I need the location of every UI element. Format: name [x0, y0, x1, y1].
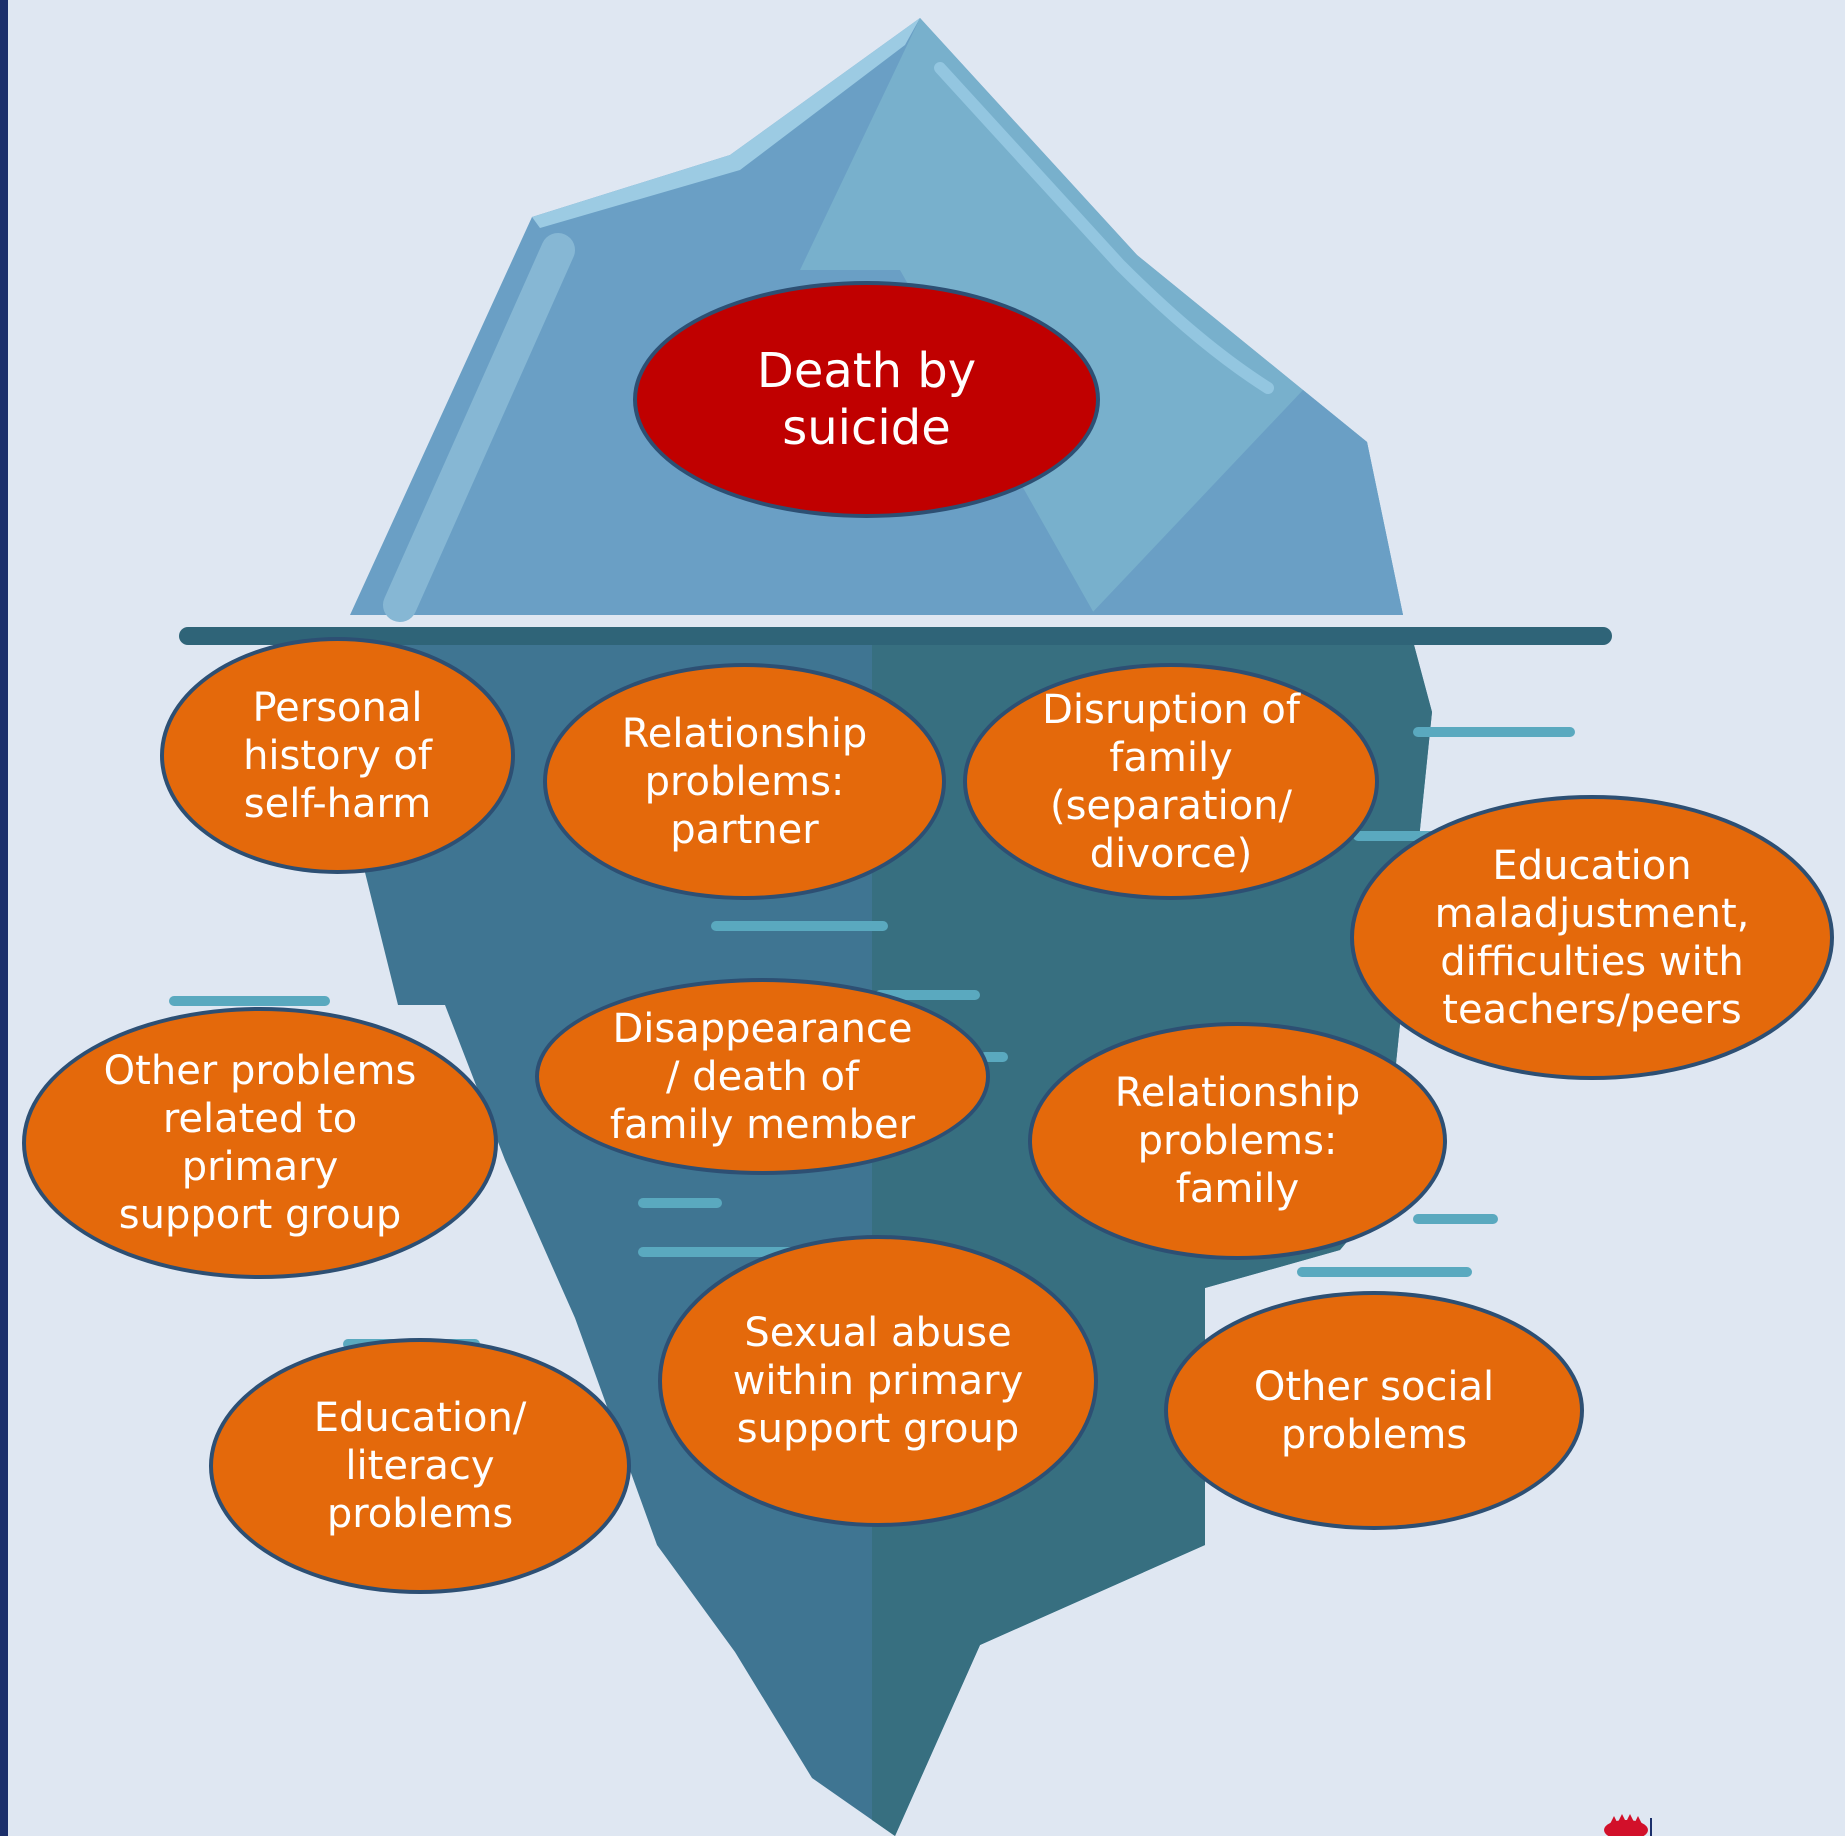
iceberg-right-shadow: [1090, 390, 1403, 615]
oval-label: Relationship problems: partner: [621, 710, 868, 853]
oval-other-social-problems: Other social problems: [1164, 1291, 1584, 1530]
oval-education-maladjustment: Education maladjustment, difficulties wi…: [1350, 795, 1834, 1080]
oval-label: Education/ literacy problems: [313, 1395, 527, 1537]
waratah-logo-icon: [1604, 1814, 1652, 1836]
oval-death-by-suicide: Death by suicide: [633, 281, 1100, 518]
oval-label: Disappearance / death of family member: [609, 1005, 916, 1148]
oval-label: Education maladjustment, difficulties wi…: [1434, 842, 1750, 1033]
oval-label: Other social problems: [1253, 1363, 1495, 1458]
oval-relationship-problems-family: Relationship problems: family: [1028, 1022, 1447, 1260]
oval-label: Other problems related to primary suppor…: [103, 1048, 417, 1238]
iceberg-top-edge: [532, 18, 920, 228]
iceberg-left-edge: [383, 233, 575, 622]
oval-disruption-of-family: Disruption of family (separation/ divorc…: [963, 663, 1379, 900]
oval-label: Relationship problems: family: [1114, 1070, 1361, 1212]
oval-education-literacy-problems: Education/ literacy problems: [209, 1338, 631, 1594]
oval-other-primary-support-problems: Other problems related to primary suppor…: [22, 1007, 498, 1279]
oval-sexual-abuse-primary-support: Sexual abuse within primary support grou…: [658, 1235, 1098, 1527]
oval-disappearance-death-family-member: Disappearance / death of family member: [535, 978, 990, 1175]
oval-personal-history-self-harm: Personal history of self-harm: [160, 637, 515, 874]
oval-label: Disruption of family (separation/ divorc…: [1042, 686, 1300, 877]
oval-relationship-problems-partner: Relationship problems: partner: [543, 663, 946, 900]
oval-label: Death by suicide: [756, 342, 977, 456]
left-edge-bar: [0, 0, 8, 1836]
oval-label: Sexual abuse within primary support grou…: [732, 1310, 1024, 1452]
oval-label: Personal history of self-harm: [243, 684, 432, 827]
iceberg-ridge: [934, 62, 1274, 394]
